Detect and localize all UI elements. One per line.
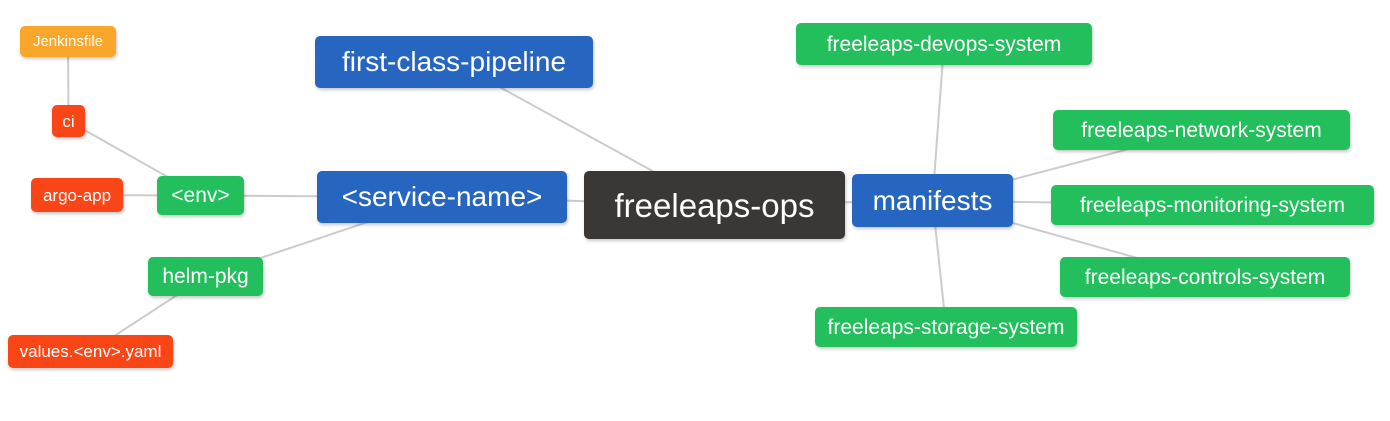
node-network-system[interactable]: freeleaps-network-system [1053,110,1350,150]
node-freeleaps-ops[interactable]: freeleaps-ops [584,171,845,239]
node-service-name[interactable]: <service-name> [317,171,567,223]
node-storage-system[interactable]: freeleaps-storage-system [815,307,1077,347]
node-manifests[interactable]: manifests [852,174,1013,227]
node-jenkinsfile[interactable]: Jenkinsfile [20,26,116,57]
node-env[interactable]: <env> [157,176,244,215]
node-argo-app[interactable]: argo-app [31,178,123,212]
node-devops-system[interactable]: freeleaps-devops-system [796,23,1092,65]
node-monitoring-system[interactable]: freeleaps-monitoring-system [1051,185,1374,225]
node-controls-system[interactable]: freeleaps-controls-system [1060,257,1350,297]
node-first-class-pipeline[interactable]: first-class-pipeline [315,36,593,88]
node-ci[interactable]: ci [52,105,85,137]
node-values-env-yaml[interactable]: values.<env>.yaml [8,335,173,368]
node-helm-pkg[interactable]: helm-pkg [148,257,263,296]
